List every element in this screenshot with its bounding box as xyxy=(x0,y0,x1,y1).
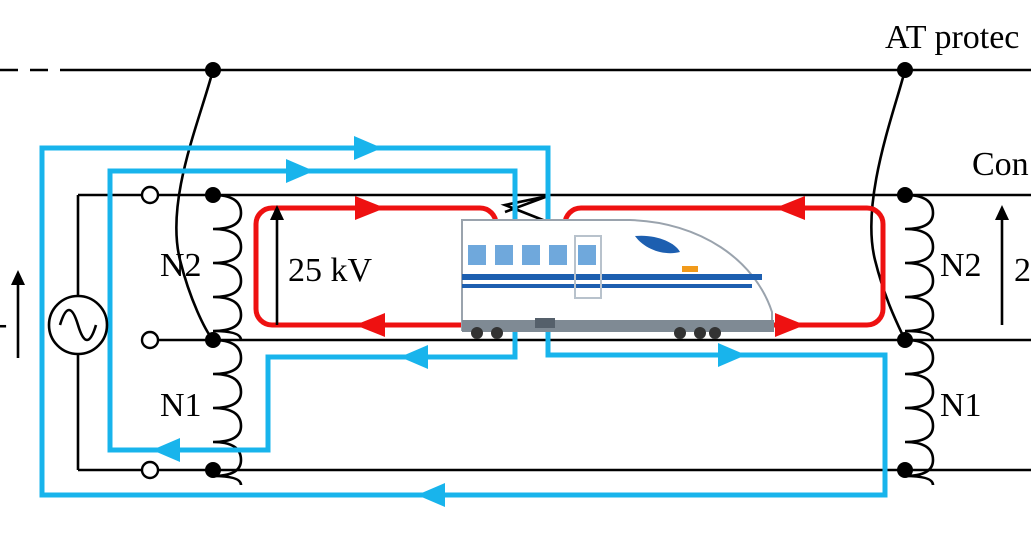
ac-source-icon xyxy=(47,294,109,356)
right-coil-n1 xyxy=(904,338,935,486)
label-right-voltage-partial: 2 xyxy=(1014,252,1031,289)
shinkansen-train-icon xyxy=(461,219,774,339)
label-left-voltage-partial: - xyxy=(0,305,7,342)
cyan-arrow-bottom xyxy=(417,483,445,507)
junction-left-protective xyxy=(205,62,221,78)
left-at-curve xyxy=(175,69,215,341)
source-voltage-arrow-head xyxy=(11,270,25,285)
red-arrow-left-bottom xyxy=(355,313,385,337)
red-arrow-left-top xyxy=(355,196,385,220)
right-at-curve xyxy=(870,69,907,341)
cyan-arrow-rail-right xyxy=(718,343,746,367)
junction-right-rail xyxy=(897,332,913,348)
label-contact: Con xyxy=(972,146,1029,183)
red-arrow-right-top xyxy=(775,196,805,220)
junction-left-feeder xyxy=(205,462,221,478)
cyan-arrow-inner-left xyxy=(400,345,428,369)
junction-right-contact xyxy=(897,187,913,203)
right-voltage-arrow-head xyxy=(995,205,1009,220)
label-n1-right: N1 xyxy=(940,387,982,424)
terminal-bottom xyxy=(140,460,160,480)
label-n1-left: N1 xyxy=(160,387,202,424)
cyan-arrow-bottom-left xyxy=(152,438,180,462)
red-arrow-right-bottom xyxy=(775,313,805,337)
left-coil-n2 xyxy=(212,193,243,341)
cyan-arrow-top-right xyxy=(354,136,382,160)
label-voltage: 25 kV xyxy=(288,252,373,289)
junction-right-feeder xyxy=(897,462,913,478)
junction-left-rail xyxy=(205,332,221,348)
junction-right-protective xyxy=(897,62,913,78)
label-at-protective: AT protec xyxy=(885,19,1019,56)
terminal-top xyxy=(140,185,160,205)
outer-feeder-loop xyxy=(39,145,888,498)
left-coil-n1 xyxy=(212,338,243,486)
junction-left-contact xyxy=(205,187,221,203)
voltage-arrow-head xyxy=(270,205,284,220)
label-n2-left: N2 xyxy=(160,247,202,284)
cyan-arrow-inner-right xyxy=(286,159,314,183)
label-n2-right: N2 xyxy=(940,247,982,284)
pantograph xyxy=(500,194,549,224)
right-coil-n2 xyxy=(904,193,935,341)
terminal-middle xyxy=(140,330,160,350)
inner-feeder-loop xyxy=(107,168,518,453)
